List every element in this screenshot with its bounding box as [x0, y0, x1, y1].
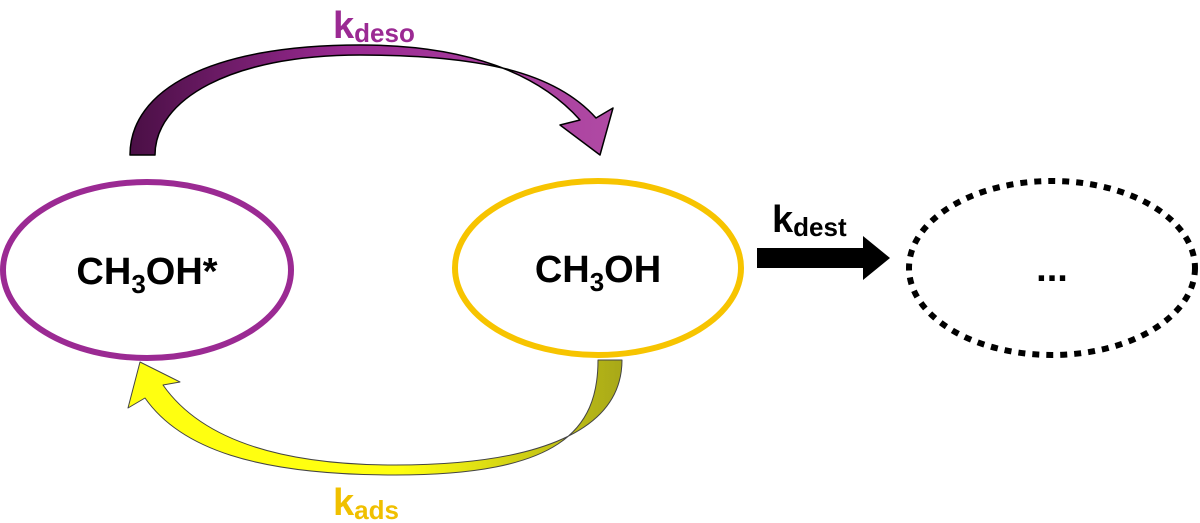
node-gas-methanol: CH3OH	[452, 178, 744, 358]
rate-label-destruction: kdest	[772, 199, 847, 242]
desorption-arrow-icon	[129, 44, 614, 156]
node-adsorbed-methanol: CH3OH*	[0, 179, 294, 361]
node-unknown-products: ...	[906, 178, 1198, 358]
destruction-arrow-icon	[757, 236, 890, 280]
adsorption-arrow-icon	[127, 359, 623, 476]
rate-label-adsorption: kads	[333, 482, 399, 523]
node-gas-label: CH3OH	[535, 249, 661, 297]
node-adsorbed-label: CH3OH*	[76, 251, 217, 299]
unknown-products-label: ...	[1036, 248, 1068, 290]
rate-label-desorption: kdeso	[333, 5, 415, 48]
